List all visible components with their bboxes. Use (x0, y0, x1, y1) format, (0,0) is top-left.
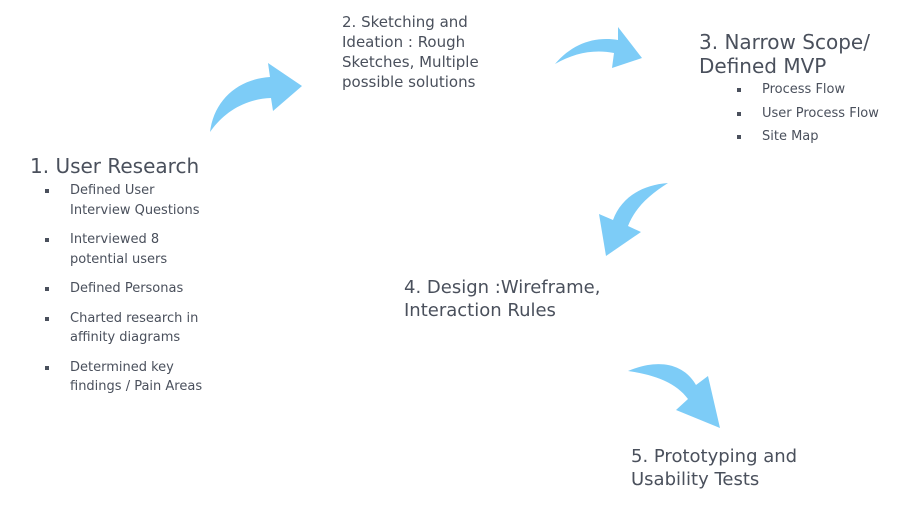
step-1-title: 1. User Research (30, 154, 200, 178)
curved-arrow-icon (210, 63, 302, 132)
step-4-title-line-2: Interaction Rules (404, 300, 556, 321)
bullet-icon (737, 111, 741, 116)
step-5-title-line-2: Usability Tests (631, 469, 760, 490)
list-item: User Process Flow (725, 104, 895, 124)
bullet-icon (45, 189, 49, 193)
curved-arrow-icon (599, 183, 668, 256)
step-2-line-4: possible solutions (342, 73, 476, 91)
bullet-icon (45, 316, 49, 321)
bullet-icon (45, 238, 49, 242)
bullet-icon (737, 88, 741, 92)
bullet-icon (45, 365, 49, 370)
step-2-line-2: Ideation : Rough (342, 33, 466, 51)
step-2-line-3: Sketches, Multiple (342, 53, 479, 71)
step-3-bullets: Process Flow User Process Flow Site Map (725, 80, 895, 151)
curved-arrow-icon (628, 364, 720, 428)
step-4-title-line-1: 4. Design :Wireframe, (404, 277, 601, 298)
curved-arrow-icon (555, 27, 642, 68)
step-5-title-line-1: 5. Prototyping and (631, 446, 798, 467)
bullet-icon (737, 135, 741, 139)
step-2-line-1: 2. Sketching and (342, 13, 468, 31)
step-3-title-line-1: 3. Narrow Scope/ (699, 30, 870, 54)
list-item: Charted research in affinity diagrams (33, 309, 213, 348)
list-item: Determined key findings / Pain Areas (33, 358, 213, 397)
bullet-icon (45, 287, 49, 291)
list-item: Process Flow (725, 80, 895, 100)
list-item: Defined Personas (33, 279, 213, 299)
step-3-title-line-2: Defined MVP (699, 54, 827, 78)
list-item: Interviewed 8 potential users (33, 230, 213, 269)
list-item: Defined User Interview Questions (33, 181, 213, 220)
step-1-bullets: Defined User Interview Questions Intervi… (33, 181, 213, 407)
list-item: Site Map (725, 127, 895, 147)
